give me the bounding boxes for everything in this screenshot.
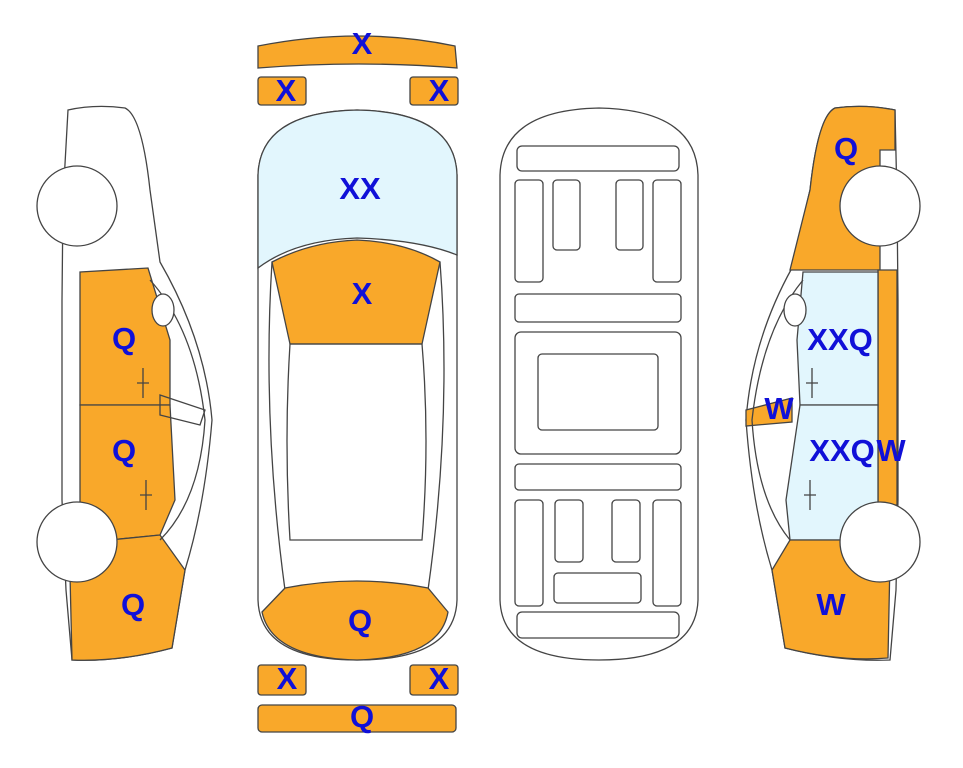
code-taillight-right: X (429, 661, 450, 696)
underside-frame-rr (652, 499, 682, 607)
right-rear-wheel (839, 501, 921, 583)
code-left-front-door: Q (112, 321, 136, 356)
underside-center-frame (514, 331, 682, 455)
code-right-rear-quarter: W (816, 587, 846, 622)
left-rear-door-handle (140, 480, 152, 510)
right-side-window-line (751, 279, 804, 541)
headlight-left[interactable] (257, 76, 307, 106)
rear-bumper[interactable] (257, 704, 457, 733)
underside-body (499, 107, 699, 661)
underside-block-rr (611, 499, 641, 563)
right-rear-pillar-panel[interactable] (877, 269, 898, 506)
code-headlight-right: X (429, 73, 450, 108)
roof-outline (286, 343, 427, 541)
code-right-front-door: XXQ (807, 322, 872, 357)
underside-block-fr (615, 179, 644, 251)
right-mirror-panel[interactable] (745, 397, 793, 427)
underside-view (499, 107, 699, 661)
top-view (257, 35, 459, 733)
taillight-left[interactable] (257, 664, 307, 696)
code-right-front-fender: Q (834, 131, 858, 166)
windshield[interactable] (257, 109, 458, 270)
code-windshield: XX (339, 171, 381, 206)
code-trunk: Q (348, 603, 372, 638)
code-right-rear-door: XXQ (809, 433, 874, 468)
underside-crossbar-2 (514, 463, 682, 491)
trunk[interactable] (261, 580, 449, 661)
left-mirror (151, 293, 175, 327)
underside-tank (537, 353, 659, 431)
code-taillight-left: X (277, 661, 298, 696)
taillight-right[interactable] (409, 664, 459, 696)
top-right-pillar (427, 261, 445, 591)
code-right-mirror: W (764, 391, 794, 426)
right-front-door-handle (806, 368, 818, 398)
left-side-view (36, 105, 213, 661)
underside-crossbar-1 (514, 293, 682, 323)
underside-block-fl (552, 179, 581, 251)
underside-front-bar (516, 145, 680, 172)
right-side-view (745, 105, 921, 661)
code-headlight-left: X (276, 73, 297, 108)
damage-codes: X X X XX X Q X X Q Q Q Q Q XXQ W XXQ W W (112, 26, 906, 734)
code-hood: X (352, 276, 373, 311)
front-bumper[interactable] (257, 35, 458, 69)
left-front-wheel (36, 165, 118, 247)
code-right-rear-pillar: W (876, 433, 906, 468)
left-side-glass (159, 394, 206, 426)
left-front-door-handle (137, 368, 149, 398)
underside-frame-rl (514, 499, 544, 607)
right-front-wheel (839, 165, 921, 247)
top-left-pillar (268, 261, 286, 591)
left-front-door-panel[interactable] (79, 267, 171, 406)
underside-frame-fr (652, 179, 682, 283)
underside-block-rl (554, 499, 584, 563)
underside-rear-bar (516, 611, 680, 639)
hood[interactable] (271, 239, 441, 345)
underside-frame-fl (514, 179, 544, 283)
code-rear-bumper: Q (350, 699, 374, 734)
underside-rear-block (553, 572, 642, 604)
left-rear-wheel (36, 501, 118, 583)
right-mirror (783, 293, 807, 327)
code-front-bumper: X (352, 26, 373, 61)
headlight-right[interactable] (409, 76, 459, 106)
right-rear-door-handle (804, 480, 816, 510)
code-left-rear-quarter: Q (121, 587, 145, 622)
code-left-rear-door: Q (112, 433, 136, 468)
